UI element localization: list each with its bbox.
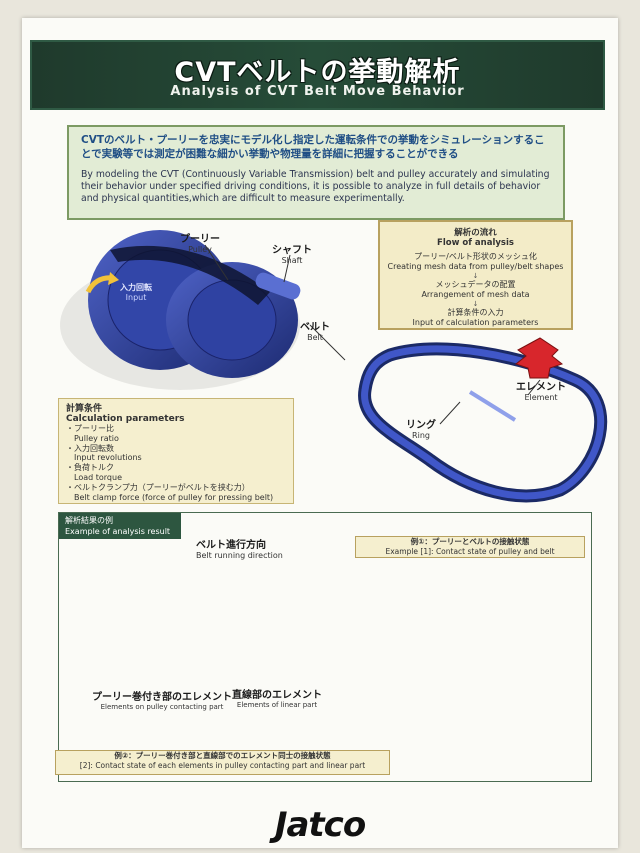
- label-belt: ベルト Belt: [300, 322, 330, 342]
- label-shaft: シャフト Shaft: [272, 245, 312, 265]
- example-1-en: Example [1]: Contact state of pulley and…: [385, 546, 555, 556]
- param-1-en: Pulley ratio: [74, 433, 119, 443]
- jatco-logo: Jatco: [274, 805, 366, 845]
- element-icon: [514, 337, 564, 379]
- flow-arrow-2: ↓: [472, 300, 479, 308]
- example-2-jp: 例②：プーリー巻付き部と直線部でのエレメント同士の接触状態: [114, 751, 331, 760]
- flow-step-3-jp: 計算条件の入力: [447, 308, 504, 317]
- analysis-flow-box: 解析の流れ Flow of analysis プーリー/ベルト形状のメッシュ化 …: [378, 220, 573, 330]
- param-4-jp: ・ベルトクランプ力（プーリーがベルトを挟む力）: [66, 482, 250, 492]
- param-2-en: Input revolutions: [74, 453, 142, 463]
- flow-heading-en: Flow of analysis: [437, 238, 514, 248]
- param-3-en: Load torque: [74, 472, 122, 482]
- summary-text-jp: CVTのベルト・プーリーを忠実にモデル化し指定した運転条件での挙動をシミュレーシ…: [81, 134, 545, 160]
- belt-loop-figure: [358, 342, 608, 503]
- flow-step-1-jp: プーリー/ベルト形状のメッシュ化: [414, 252, 537, 261]
- summary-box: CVTのベルト・プーリーを忠実にモデル化し指定した運転条件での挙動をシミュレーシ…: [67, 125, 565, 220]
- param-1-jp: ・プーリー比: [66, 424, 114, 433]
- title-banner: CVTベルトの挙動解析 Analysis of CVT Belt Move Be…: [30, 40, 605, 110]
- flow-step-3-en: Input of calculation parameters: [412, 318, 539, 327]
- label-belt-direction: ベルト進行方向 Belt running direction: [196, 540, 283, 560]
- page-title: CVTベルトの挙動解析: [174, 57, 461, 88]
- label-pulley: プーリー Pulley: [180, 234, 220, 254]
- param-4-en: Belt clamp force (force of pulley for pr…: [74, 492, 274, 502]
- page-subtitle: Analysis of CVT Belt Move Behavior: [170, 84, 465, 99]
- label-pulley-elements: プーリー巻付き部のエレメント Elements on pulley contac…: [92, 692, 232, 711]
- params-heading-en: Calculation parameters: [66, 414, 185, 424]
- pulley-assembly-figure: [60, 230, 301, 390]
- label-linear-elements: 直線部のエレメント Elements of linear part: [232, 690, 322, 709]
- flow-step-2-jp: メッシュデータの配置: [435, 280, 516, 289]
- flow-heading-jp: 解析の流れ: [454, 228, 497, 238]
- flow-step-2-en: Arrangement of mesh data: [421, 290, 530, 299]
- example-2-en: [2]: Contact state of each elements in p…: [79, 761, 366, 770]
- leader-lines: [204, 244, 541, 425]
- flow-step-1-en: Creating mesh data from pulley/belt shap…: [387, 262, 564, 271]
- label-ring: リング Ring: [406, 420, 436, 440]
- label-input: 入力回転 Input: [120, 283, 152, 302]
- results-tag: 解析結果の例 Example of analysis result: [59, 513, 181, 539]
- example-1-jp: 例①：プーリーとベルトの接触状態: [410, 537, 530, 546]
- results-tag-en: Example of analysis result: [65, 527, 171, 536]
- param-3-jp: ・負荷トルク: [66, 463, 114, 473]
- summary-text-en: By modeling the CVT (Continuously Variab…: [81, 169, 550, 204]
- example-2-caption: 例②：プーリー巻付き部と直線部でのエレメント同士の接触状態 [2]: Conta…: [55, 750, 390, 775]
- calculation-parameters-box: 計算条件 Calculation parameters ・プーリー比 Pulle…: [58, 398, 294, 504]
- label-element: エレメント Element: [516, 382, 566, 402]
- param-2-jp: ・入力回転数: [66, 443, 114, 453]
- results-tag-jp: 解析結果の例: [65, 516, 113, 525]
- params-heading-jp: 計算条件: [66, 404, 103, 414]
- flow-arrow-1: ↓: [472, 272, 479, 280]
- example-1-caption: 例①：プーリーとベルトの接触状態 Example [1]: Contact st…: [355, 536, 585, 558]
